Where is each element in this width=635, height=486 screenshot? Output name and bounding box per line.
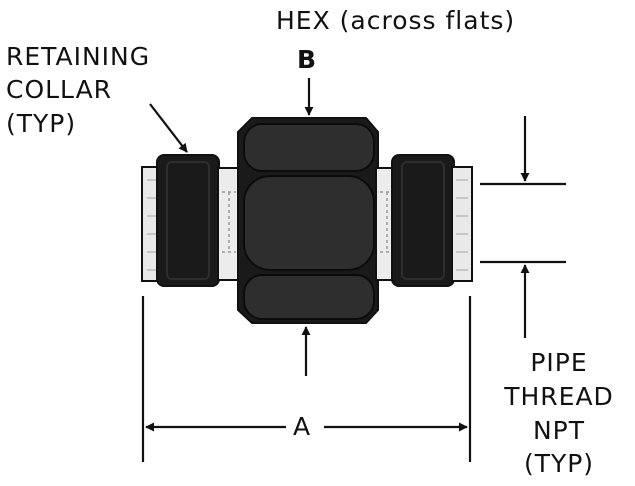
hex-dimension-letter: B — [297, 45, 318, 74]
right-pipe-thread — [451, 166, 473, 282]
thread-label-line2: THREAD — [504, 382, 614, 411]
dimension-a-label: A — [293, 412, 312, 441]
hex-nut — [237, 117, 379, 324]
collar-leader-arrow — [149, 103, 188, 153]
hex-title: HEX (across flats) — [276, 6, 516, 35]
thread-label-line3: NPT — [532, 416, 586, 445]
collar-label-line2: COLLAR — [6, 75, 113, 104]
collar-label-line3: (TYP) — [6, 109, 77, 138]
collar-label-line1: RETAINING — [6, 42, 151, 71]
thread-label-line4: (TYP) — [523, 449, 595, 478]
thread-label-line1: PIPE — [530, 348, 588, 377]
left-sleeve — [217, 167, 241, 281]
